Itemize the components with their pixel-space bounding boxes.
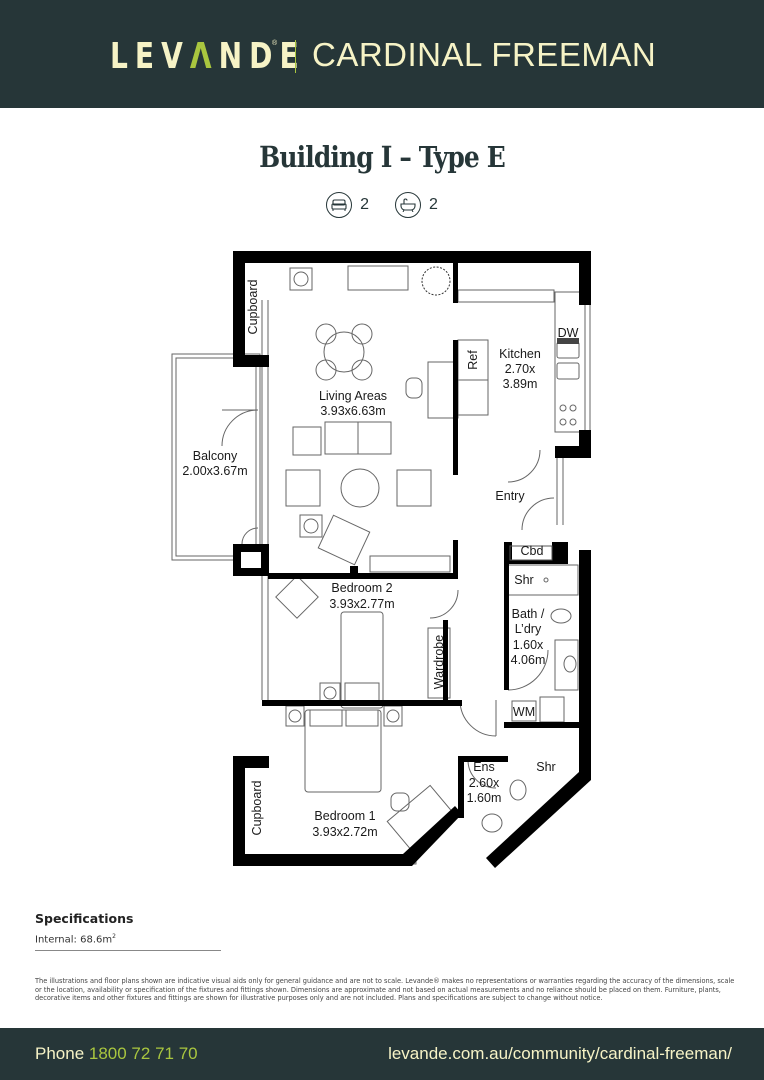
bedroom-count-value: 2 [360, 196, 369, 213]
phone-label: Phone [35, 1044, 89, 1063]
internal-area: Internal: 68.6m2 [35, 933, 116, 945]
ref-label: Ref [466, 350, 480, 370]
internal-area-value: Internal: 68.6m [35, 934, 113, 946]
balcony-outline [171, 353, 261, 561]
disclaimer-text: The illustrations and floor plans shown … [35, 977, 735, 1002]
bath-size-1: 1.60x [513, 638, 544, 652]
logo-wordmark: LEVΛNDE [110, 35, 306, 77]
bathtub-icon [395, 192, 421, 218]
cupboard-label: Cupboard [246, 280, 260, 335]
bed-icon [326, 192, 353, 218]
logo-divider [295, 40, 296, 73]
area-superscript: 2 [112, 933, 116, 940]
shower-label: Shr [514, 573, 533, 587]
bath-size-2: 4.06m [511, 653, 546, 667]
floor-plan: Cupboard Living Areas 3.93x6.63m Kitchen… [160, 240, 600, 880]
levande-logo: LEVΛNDE ® [110, 34, 361, 78]
community-name: CARDINAL FREEMAN [312, 36, 657, 73]
bedroom-count: 2 [326, 192, 369, 218]
kitchen-label: Kitchen [499, 347, 541, 361]
phone-contact: Phone 1800 72 71 70 [35, 1044, 198, 1064]
registered-mark: ® [272, 40, 278, 47]
bedroom1-size: 3.93x2.72m [312, 825, 377, 839]
ensuite-size-1: 2.60x [469, 776, 500, 790]
kitchen-size-1: 2.70x [505, 362, 536, 376]
dw-label: DW [558, 326, 579, 340]
ensuite-shower-label: Shr [536, 760, 555, 774]
bedroom2-size: 3.93x2.77m [329, 597, 394, 611]
balcony-size: 2.00x3.67m [182, 464, 247, 478]
footer-bar: Phone 1800 72 71 70 levande.com.au/commu… [0, 1028, 764, 1080]
ensuite-label: Ens [473, 760, 495, 774]
wm-label: WM [513, 705, 535, 719]
balcony-label: Balcony [193, 449, 238, 463]
bath-label-2: L’dry [515, 622, 542, 636]
phone-number-link[interactable]: 1800 72 71 70 [88, 1044, 198, 1063]
website-link[interactable]: levande.com.au/community/cardinal-freema… [388, 1044, 732, 1063]
ensuite-size-2: 1.60m [467, 791, 502, 805]
bedroom2-label: Bedroom 2 [331, 581, 392, 595]
plant-icon [421, 266, 451, 296]
bedroom1-label: Bedroom 1 [314, 809, 375, 823]
living-label: Living Areas [319, 389, 387, 403]
bathroom-count: 2 [395, 192, 438, 218]
specifications-title: Specifications [35, 911, 134, 926]
cupboard-label-bottom: Cupboard [250, 781, 264, 836]
kitchen-size-2: 3.89m [503, 377, 538, 391]
bath-label-1: Bath / [512, 607, 545, 621]
page-title: Building I – Type E [259, 140, 506, 174]
wardrobe-label: Wardrobe [432, 635, 446, 689]
room-counts: 2 2 [0, 192, 764, 218]
entry-label: Entry [495, 489, 525, 503]
specifications-divider [35, 950, 221, 951]
living-size: 3.93x6.63m [320, 404, 385, 418]
cbd-label: Cbd [521, 544, 544, 558]
header-bar: LEVΛNDE ® CARDINAL FREEMAN [0, 0, 764, 108]
bathroom-count-value: 2 [429, 196, 438, 213]
